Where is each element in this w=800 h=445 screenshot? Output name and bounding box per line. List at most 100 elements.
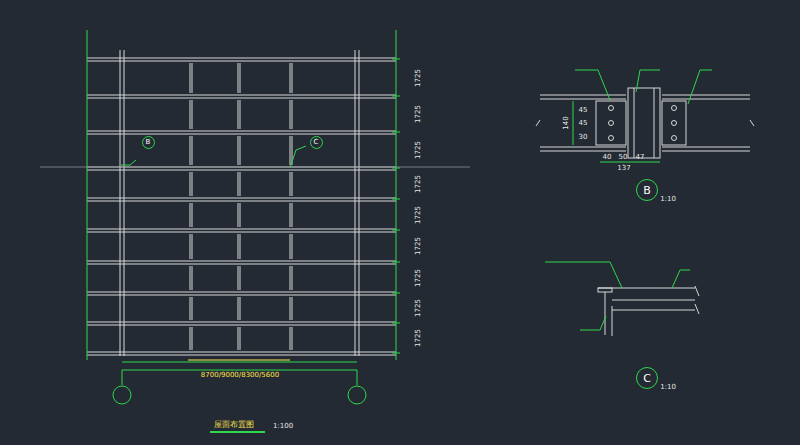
detail-marker: B [636,179,658,201]
beam-line [238,136,239,165]
beam-line [190,203,191,227]
dimension-text: 1725 [415,237,422,255]
beam-line [87,264,396,265]
beam-line [240,297,241,320]
beam-line [87,322,396,323]
beam-line [290,234,291,259]
beam-line [292,266,293,290]
beam-line [192,172,193,196]
beam-line [240,327,241,350]
span-dimension: 8700/9000/8300/5600 [201,372,279,379]
dimension-text: 45 [579,107,588,114]
beam-line [192,297,193,320]
beam-line [87,229,396,230]
beam-line [192,100,193,129]
beam-line [87,98,396,99]
beam-line [355,50,356,356]
detail-c [545,262,699,336]
beam-line [190,100,191,129]
beam-line [190,63,191,93]
beam-line [87,134,396,135]
dimension-text: 30 [579,134,588,141]
beam-line [240,266,241,290]
beam-line [290,266,291,290]
beam-line [240,172,241,196]
beam-line [87,131,396,132]
detail-marker: B [142,136,155,149]
beam-line [290,327,291,350]
axis-line [40,167,470,168]
beam-line [87,58,396,59]
beam-line [238,327,239,350]
beam-line [240,136,241,165]
dimension-text: 140 [563,116,570,129]
marker-letter: B [146,139,151,146]
beam-line [240,63,241,93]
beam-line [190,266,191,290]
scale-text: 1:100 [273,423,293,430]
beam-line [290,100,291,129]
beam-line [190,234,191,259]
beam-line [192,327,193,350]
detail-marker: C [310,136,323,149]
beam-line [290,136,291,165]
beam-line [192,63,193,93]
beam-line [240,203,241,227]
beam-plan [87,50,400,356]
beam-line [192,266,193,290]
dimension-text: 40 [603,154,612,161]
beam-line [292,327,293,350]
beam-line [87,352,396,353]
beam-line [292,172,293,196]
dimension-text: 1725 [415,141,422,159]
beam-line [292,234,293,259]
beam-line [238,100,239,129]
drawing-title: 屋面布置图 [214,419,254,430]
dimension-text: 137 [617,165,630,172]
scale-text: 1:10 [660,384,676,391]
beam-line [238,266,239,290]
beam-line [292,203,293,227]
detail-b [536,70,754,162]
beam-line [87,61,396,62]
beam-line [87,232,396,233]
beam-line [192,203,193,227]
beam-line [87,355,396,356]
beam-line [192,234,193,259]
beam-line [190,297,191,320]
beam-line [120,50,121,356]
dimension-text: 1725 [415,329,422,347]
beam-line [87,201,396,202]
beam-line [87,325,396,326]
beam-line [87,261,396,262]
marker-letter: B [643,185,651,196]
detail-marker: C [636,367,658,389]
scale-text: 1:10 [660,196,676,203]
dimension-text: 1725 [415,299,422,317]
marker-letter: C [314,139,319,146]
beam-line [190,136,191,165]
beam-line [292,297,293,320]
beam-line [292,100,293,129]
dimension-text: 1725 [415,206,422,224]
beam-line [192,136,193,165]
beam-line [87,292,396,293]
beam-line [292,63,293,93]
beam-line [240,100,241,129]
beam-line [190,327,191,350]
dimension-text: 47 [636,154,645,161]
beam-line [290,172,291,196]
marker-letter: C [643,373,651,384]
beam-line [290,297,291,320]
beam-line [87,95,396,96]
beam-line [238,234,239,259]
beam-line [124,50,125,356]
beam-line [238,203,239,227]
beam-line [240,234,241,259]
beam-line [238,63,239,93]
beam-line [359,50,360,356]
beam-line [87,198,396,199]
dimension-lines [87,30,396,432]
beam-line [87,170,396,171]
